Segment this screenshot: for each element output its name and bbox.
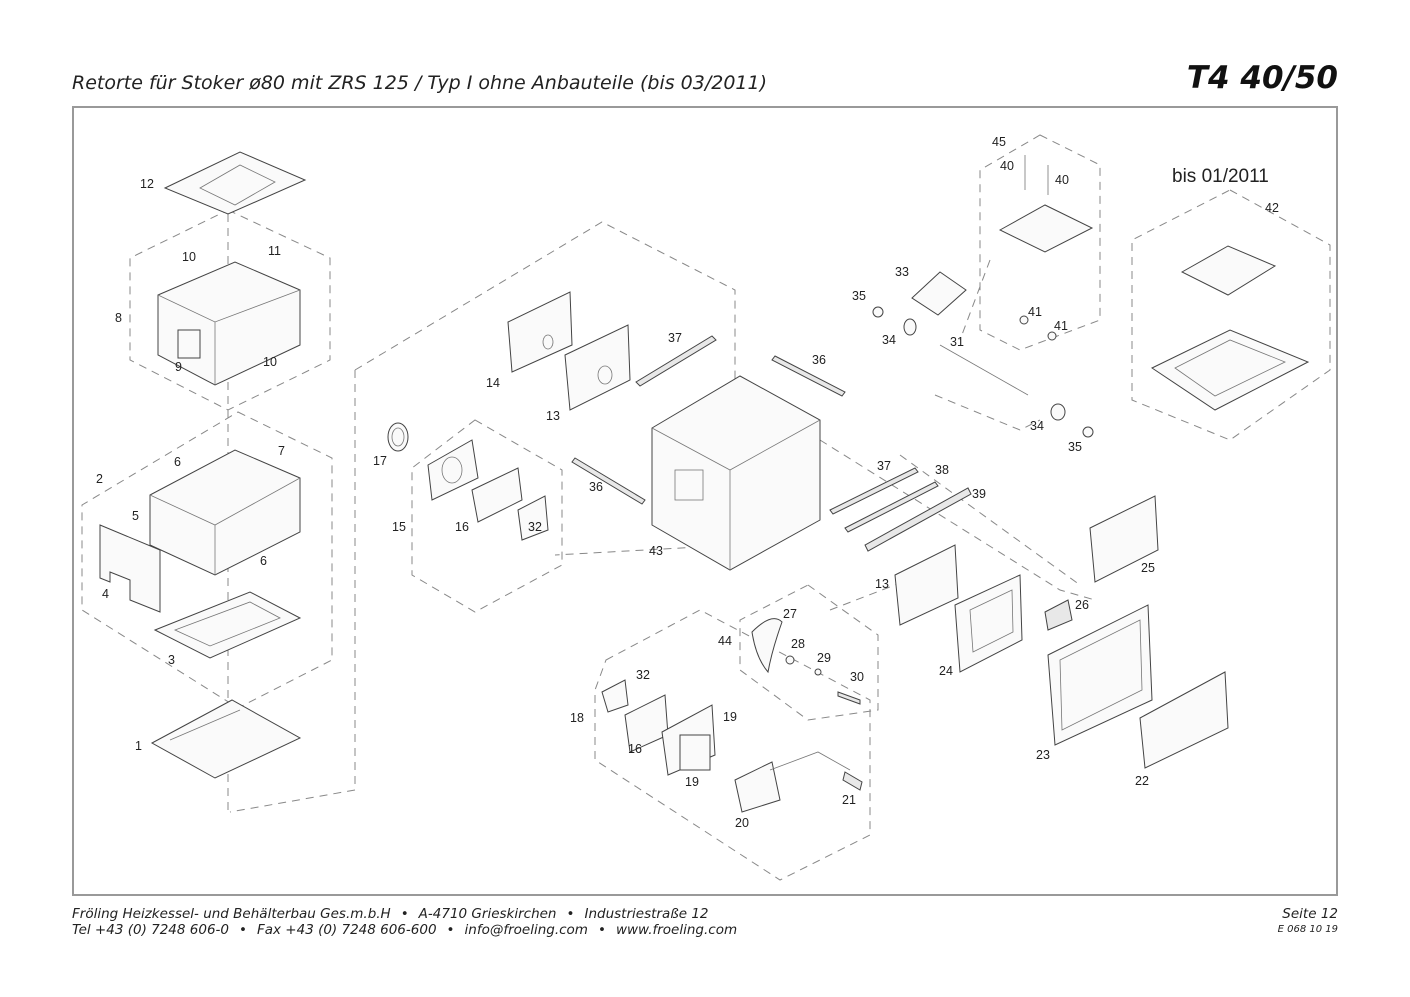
label: 43	[649, 544, 663, 558]
label: 24	[939, 664, 953, 678]
footer-company: Fröling Heizkessel- und Behälterbau Ges.…	[72, 906, 391, 922]
footer-company-line: Fröling Heizkessel- und Behälterbau Ges.…	[72, 906, 709, 922]
label: 6	[174, 455, 181, 469]
label: 3	[168, 653, 175, 667]
label: 20	[735, 816, 749, 830]
label: 35	[1068, 440, 1082, 454]
label: 38	[935, 463, 949, 477]
label: 13	[875, 577, 889, 591]
footer-web-link[interactable]: www.froeling.com	[615, 922, 738, 938]
label: 42	[1265, 201, 1279, 215]
page-number: Seite 12	[1282, 906, 1338, 922]
label: 45	[992, 135, 1006, 149]
label: 5	[132, 509, 139, 523]
label: 29	[817, 651, 831, 665]
label: 10	[263, 355, 277, 369]
footer-bullet: •	[239, 922, 247, 938]
label: 11	[268, 244, 281, 258]
label: 40	[1055, 173, 1069, 187]
label: 6	[260, 554, 267, 568]
label: 41	[1028, 305, 1042, 319]
model-title: T4 40/50	[1186, 60, 1338, 96]
label: 30	[850, 670, 864, 684]
label: 44	[718, 634, 732, 648]
label: 34	[1030, 419, 1044, 433]
page-title: Retorte für Stoker ø80 mit ZRS 125 / Typ…	[72, 72, 768, 94]
diagram-frame	[72, 106, 1338, 896]
label: 41	[1054, 319, 1068, 333]
label: 15	[392, 520, 406, 534]
part-labels: 1 2 3 4 5 6 6 7 8 9 10 10 11 12 13 13 14…	[96, 135, 1279, 830]
footer-bullet: •	[446, 922, 455, 938]
label: 16	[628, 742, 642, 756]
label: 34	[882, 333, 896, 347]
doc-code: E 068 10 19	[1277, 924, 1338, 935]
label: 16	[455, 520, 469, 534]
label: 27	[783, 607, 797, 621]
label: 10	[182, 250, 196, 264]
label: 4	[102, 587, 109, 601]
label: 2	[96, 472, 103, 486]
label: 22	[1135, 774, 1149, 788]
label: 1	[135, 739, 142, 753]
label: 35	[852, 289, 866, 303]
label: 33	[895, 265, 909, 279]
label: 32	[528, 520, 542, 534]
footer-address: A-4710 Grieskirchen	[418, 906, 557, 922]
label: 7	[278, 444, 285, 458]
label: 25	[1141, 561, 1155, 575]
label: 37	[668, 331, 682, 345]
label: 39	[972, 487, 986, 501]
label: 12	[140, 177, 154, 191]
label: 37	[877, 459, 891, 473]
label: 28	[791, 637, 805, 651]
label: 18	[570, 711, 584, 725]
label: 17	[373, 454, 387, 468]
parts	[99, 151, 1310, 813]
label: 14	[486, 376, 500, 390]
label: 21	[842, 793, 856, 807]
footer-bullet: •	[400, 906, 409, 922]
label: 31	[950, 335, 964, 349]
label: 36	[812, 353, 826, 367]
footer-street: Industriestraße 12	[584, 906, 709, 922]
label: 26	[1075, 598, 1089, 612]
footer-bullet: •	[566, 906, 575, 922]
label: 36	[589, 480, 603, 494]
footer-tel: Tel +43 (0) 7248 606-0	[72, 922, 229, 938]
label: 13	[546, 409, 560, 423]
label: 19	[723, 710, 737, 724]
footer-bullet: •	[597, 922, 606, 938]
label: 9	[175, 360, 182, 374]
version-note: bis 01/2011	[1172, 166, 1269, 187]
footer-contact-line: Tel +43 (0) 7248 606-0 • Fax +43 (0) 7248 …	[72, 922, 737, 938]
footer-fax: Fax +43 (0) 7248 606-600	[256, 922, 437, 938]
label: 19	[685, 775, 699, 789]
label: 23	[1036, 748, 1050, 762]
label: 8	[115, 311, 122, 325]
footer-email-link[interactable]: info@froeling.com	[464, 922, 588, 938]
label: 40	[1000, 159, 1014, 173]
label: 32	[636, 668, 650, 682]
